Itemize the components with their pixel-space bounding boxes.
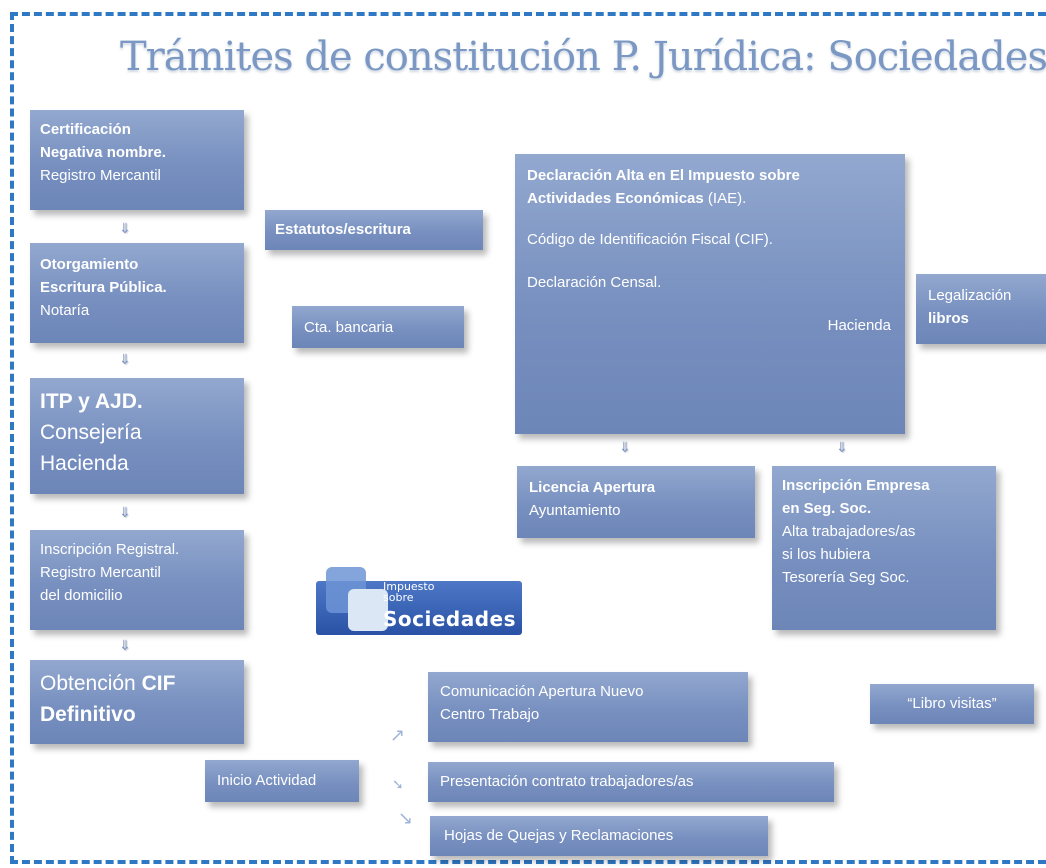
box-libro-visitas: “Libro visitas” (870, 684, 1034, 724)
estatutos-label: Estatutos/escritura (275, 221, 411, 238)
impuesto-sociedades-logo: Impuesto sobre Sociedades (316, 567, 522, 635)
legal-line2: libros (928, 310, 969, 327)
itp-line2: Consejería (40, 421, 142, 444)
iae-line5: Hacienda (827, 317, 891, 334)
dashed-frame-bottom (10, 860, 1046, 864)
inscr-line1: Inscripción Registral. (40, 541, 180, 558)
cif-line2: Definitivo (40, 703, 136, 726)
otorg-line3: Notaría (40, 302, 90, 319)
iae-line4: Declaración Censal. (527, 274, 662, 291)
logo-big-text: Sociedades (383, 607, 517, 631)
box-iae-hacienda: Declaración Alta en El Impuesto sobre Ac… (515, 154, 905, 434)
otorg-line1: Otorgamiento (40, 256, 139, 273)
cert-line1: Certificación (40, 121, 131, 138)
dashed-frame-left (10, 12, 14, 864)
box-legalizacion-libros: Legalización libros (916, 274, 1046, 344)
cert-line2: Negativa nombre. (40, 144, 166, 161)
arrow-down-6: ⇓ (836, 439, 848, 455)
cif-line1-text: Obtención (40, 672, 142, 695)
iae-line1: Declaración Alta en El Impuesto sobre (527, 167, 800, 184)
inicio-label: Inicio Actividad (217, 772, 317, 789)
box-inscripcion-registral: Inscripción Registral. Registro Mercanti… (30, 530, 244, 630)
box-hojas-quejas: Hojas de Quejas y Reclamaciones (430, 816, 768, 856)
box-otorgamiento: Otorgamiento Escritura Pública. Notaría (30, 243, 244, 343)
segsoc-line2: en Seg. Soc. (782, 500, 872, 517)
cta-label: Cta. bancaria (304, 319, 394, 336)
iae-line2: Actividades Económicas (IAE). (527, 187, 893, 210)
licencia-line1: Licencia Apertura (529, 479, 656, 496)
presentacion-label: Presentación contrato trabajadores/as (440, 773, 694, 790)
arrow-down-4: ⇓ (119, 637, 131, 653)
segsoc-line5: Tesorería Seg Soc. (782, 569, 910, 586)
licencia-line2: Ayuntamiento (529, 502, 621, 519)
box-presentacion-contrato: Presentación contrato trabajadores/as (428, 762, 834, 802)
box-certificacion: Certificación Negativa nombre. Registro … (30, 110, 244, 210)
arrow-diagonal-down: ↘ (398, 808, 414, 828)
hojas-label: Hojas de Quejas y Reclamaciones (444, 827, 674, 844)
itp-line1: ITP y AJD. (40, 390, 143, 413)
arrow-right: ➘ (392, 776, 404, 792)
segsoc-line1: Inscripción Empresa (782, 477, 930, 494)
box-obtencion-cif: Obtención CIF Definitivo (30, 660, 244, 744)
box-itp-ajd: ITP y AJD. Consejería Hacienda (30, 378, 244, 494)
segsoc-line4: si los hubiera (782, 546, 871, 563)
box-inicio-actividad: Inicio Actividad (205, 760, 359, 802)
segsoc-line3: Alta trabajadores/as (782, 523, 916, 540)
inscr-line3: del domicilio (40, 587, 123, 604)
inscr-line2: Registro Mercantil (40, 564, 161, 581)
iae-line2-bold: Actividades Económicas (527, 190, 704, 207)
arrow-down-2: ⇓ (119, 351, 131, 367)
iae-line2-text: (IAE). (703, 190, 747, 207)
dashed-frame-top (10, 12, 1046, 16)
box-cta-bancaria: Cta. bancaria (292, 306, 464, 348)
libro-label: “Libro visitas” (907, 695, 997, 712)
itp-line3: Hacienda (40, 452, 129, 475)
logo-small-text: Impuesto sobre (383, 580, 435, 604)
box-comunicacion-apertura: Comunicación Apertura Nuevo Centro Traba… (428, 672, 748, 742)
comunic-line1: Comunicación Apertura Nuevo (440, 683, 644, 700)
cif-line1-bold: CIF (141, 672, 176, 695)
arrow-diagonal-up: ↗ (390, 725, 406, 745)
box-estatutos: Estatutos/escritura (265, 210, 483, 250)
box-licencia-apertura: Licencia Apertura Ayuntamiento (517, 466, 755, 538)
legal-line1: Legalización (928, 287, 1012, 304)
arrow-down-1: ⇓ (119, 220, 131, 236)
cert-line3: Registro Mercantil (40, 167, 161, 184)
cif-line1: Obtención CIF (40, 668, 234, 699)
comunic-line2: Centro Trabajo (440, 706, 540, 723)
otorg-line2: Escritura Pública. (40, 279, 167, 296)
iae-line3: Código de Identificación Fiscal (CIF). (527, 231, 773, 248)
arrow-down-3: ⇓ (119, 504, 131, 520)
box-inscripcion-seg-soc: Inscripción Empresa en Seg. Soc. Alta tr… (772, 466, 996, 630)
page-title: Trámites de constitución P. Jurídica: So… (120, 34, 1046, 80)
arrow-down-5: ⇓ (619, 439, 631, 455)
